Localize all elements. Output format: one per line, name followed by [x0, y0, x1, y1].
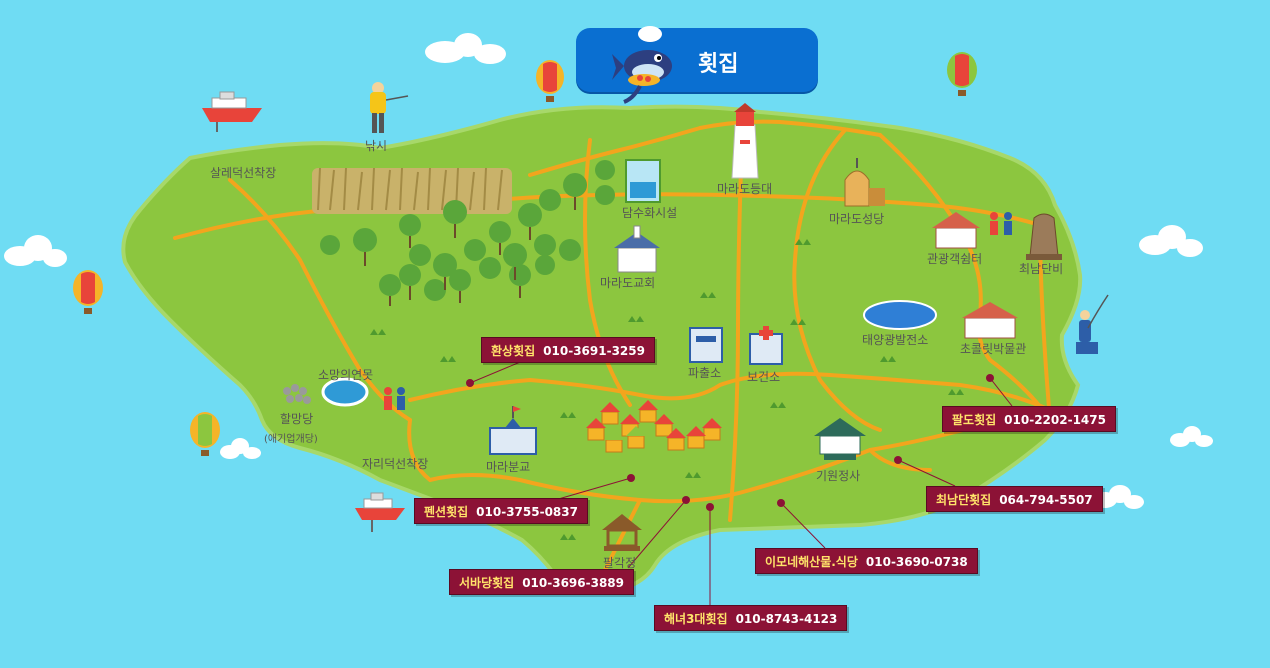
school-icon: [489, 406, 537, 455]
restaurant-phone: 010-3690-0738: [865, 555, 968, 569]
lighthouse-icon: [731, 103, 759, 179]
restaurant-name: 펜션횟집: [424, 505, 469, 519]
hot-air-balloon-icon: [536, 60, 564, 102]
restroom-icon: [990, 212, 1012, 235]
restaurant-phone: 010-8743-4123: [735, 612, 838, 626]
restaurant-label[interactable]: 이모네해산물.식당 010-3690-0738: [755, 548, 978, 574]
restaurant-marker[interactable]: [986, 374, 994, 382]
hot-air-balloon-icon: [73, 270, 103, 314]
restaurant-phone: 010-2202-1475: [1004, 413, 1106, 427]
temple-icon: [814, 418, 866, 460]
shrine-stones-icon: [283, 384, 311, 404]
village-houses: [586, 400, 722, 453]
cloud-icon: [425, 33, 506, 64]
ship-icon: [355, 492, 405, 532]
landmark-label-fishing: 낚시: [365, 139, 388, 153]
restaurant-marker[interactable]: [777, 499, 785, 507]
landmark-label-temple: 기원정사: [816, 469, 861, 483]
landmark-label-health-center: 보건소: [747, 370, 781, 384]
restaurant-phone: 010-3696-3889: [522, 576, 625, 590]
church-icon: [614, 225, 660, 273]
health-center-icon: [749, 326, 783, 365]
tourist-center-icon: [932, 212, 980, 249]
restaurant-label[interactable]: 서바당횟집 010-3696-3889: [449, 569, 635, 595]
landmark-label-tourist-center: 관광객쉼터: [927, 252, 983, 266]
restaurant-marker[interactable]: [466, 379, 474, 387]
forest: [320, 160, 615, 306]
restaurant-name: 팔도횟집: [952, 413, 997, 427]
cathedral-icon: [844, 158, 885, 207]
restaurant-marker[interactable]: [706, 503, 714, 511]
restaurant-label[interactable]: 환상횟집 010-3691-3259: [481, 337, 655, 363]
police-station-icon: [689, 327, 723, 363]
cloud-icon: [1139, 225, 1203, 257]
hot-air-balloon-icon: [947, 52, 977, 96]
reed-field: [312, 167, 512, 214]
restaurant-name: 해녀3대횟집: [664, 612, 728, 626]
landmark-label-shrine: 할망당: [280, 412, 314, 426]
restaurant-label[interactable]: 해녀3대횟집 010-8743-4123: [654, 605, 848, 631]
restaurant-name: 환상횟집: [491, 344, 536, 358]
landmark-label-chocolate-museum: 초콜릿박물관: [960, 342, 1027, 356]
landmark-label-lighthouse: 마라도등대: [717, 182, 773, 196]
landmark-label-police: 파출소: [688, 366, 722, 380]
restaurant-marker[interactable]: [894, 456, 902, 464]
angler-icon: [1076, 294, 1109, 354]
cloud-icon: [1170, 426, 1213, 447]
restaurant-label[interactable]: 최남단횟집 064-794-5507: [926, 486, 1103, 512]
restaurant-name: 최남단횟집: [936, 493, 992, 507]
restaurant-phone: 010-3691-3259: [543, 344, 645, 358]
landmark-label-desalination: 담수화시설: [622, 206, 678, 220]
restaurant-markers: [466, 359, 1013, 605]
restaurant-label[interactable]: 펜션횟집 010-3755-0837: [414, 498, 588, 524]
restaurant-marker[interactable]: [682, 496, 690, 504]
cloud-icon: [220, 438, 261, 459]
fish-chef-icon: [612, 26, 672, 104]
landmark-label-shrine-sub: (애기업개당): [264, 434, 318, 445]
landmark-label-school: 마라분교: [486, 460, 531, 474]
restaurant-name: 서바당횟집: [459, 576, 515, 590]
landmark-label-southernmost: 최남단비: [1019, 262, 1064, 276]
restaurant-label[interactable]: 팔도횟집 010-2202-1475: [942, 406, 1116, 432]
landmark-label-cathedral: 마라도성당: [829, 212, 885, 226]
restroom-icon: [384, 387, 405, 410]
landmark-label-church: 마라도교회: [600, 276, 656, 290]
restaurant-phone: 064-794-5507: [999, 493, 1093, 507]
landmark-label-jari-dock: 자리덕선착장: [362, 457, 429, 471]
page-title: 횟집: [698, 52, 739, 77]
hot-air-balloon-icon: [190, 412, 220, 456]
landmark-label-pond: 소망의연못: [318, 368, 374, 382]
landmark-label-solar-plant: 태양광발전소: [862, 333, 929, 347]
restaurant-marker[interactable]: [627, 474, 635, 482]
southernmost-monument-icon: [1026, 213, 1062, 260]
pond-icon: [321, 377, 369, 407]
landmark-label-salle-dock: 살레덕선착장: [210, 166, 277, 180]
solar-plant-icon: [863, 300, 937, 330]
desalination-facility-icon: [625, 159, 661, 203]
ship-icon: [202, 91, 262, 132]
cloud-icon: [4, 235, 67, 267]
pavilion-icon: [602, 514, 642, 551]
landmark-label-pavilion: 팔각정: [603, 556, 637, 570]
restaurant-phone: 010-3755-0837: [476, 505, 578, 519]
fisherman-icon: [370, 82, 409, 133]
grass-tufts: [370, 239, 964, 540]
restaurant-name: 이모네해산물.식당: [765, 555, 858, 569]
chocolate-museum-icon: [962, 302, 1018, 339]
